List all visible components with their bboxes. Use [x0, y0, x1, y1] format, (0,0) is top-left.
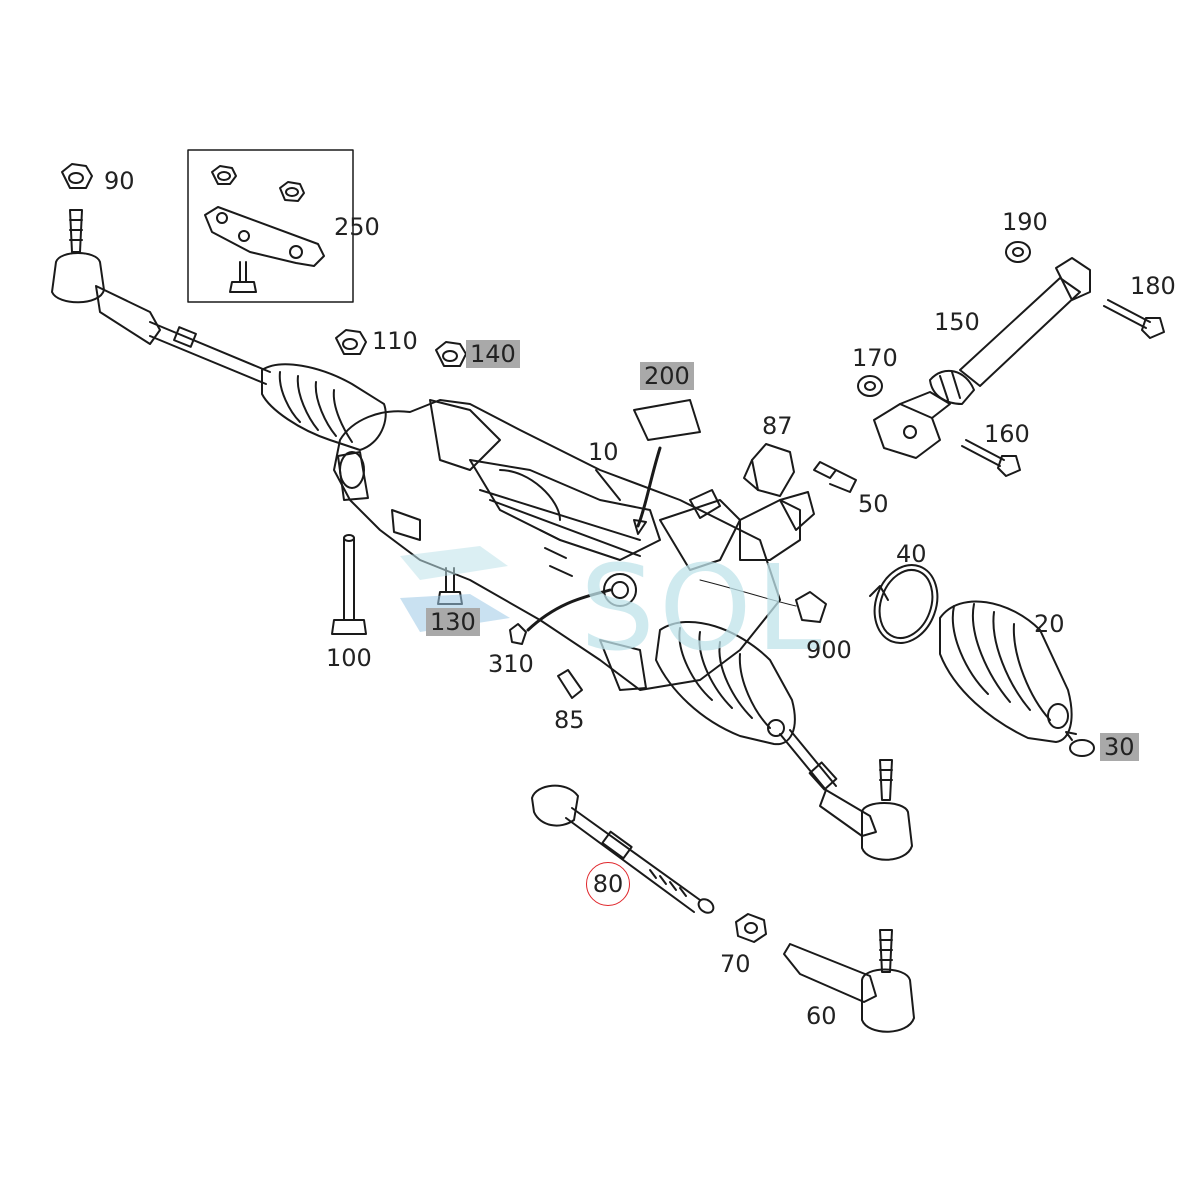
callout-310: 310 [488, 650, 534, 678]
part-170-washer [857, 375, 883, 397]
callout-160: 160 [984, 420, 1030, 448]
callout-85: 85 [554, 706, 585, 734]
part-87-cover [743, 443, 795, 497]
part-90-nut [61, 163, 93, 189]
right-tie-rod-on-rack [779, 729, 913, 861]
part-140-nut [435, 341, 467, 367]
bracket-nut-b [279, 181, 305, 202]
callout-87: 87 [762, 412, 793, 440]
part-110-nut [335, 329, 367, 355]
left-tie-rod-end [51, 209, 161, 345]
part-70-nut [735, 913, 767, 943]
bracket-plate [204, 206, 325, 267]
callout-190: 190 [1002, 208, 1048, 236]
callout-100: 100 [326, 644, 372, 672]
callout-110: 110 [372, 327, 418, 355]
callout-180: 180 [1130, 272, 1176, 300]
callout-90: 90 [104, 167, 135, 195]
callout-60: 60 [806, 1002, 837, 1030]
callout-140: 140 [466, 340, 520, 368]
callout-80-highlighted: 80 [586, 862, 630, 906]
part-190-washer [1005, 241, 1031, 263]
part-40-clamp [869, 564, 939, 644]
bracket-kit-inset [187, 149, 354, 303]
part-30-clamp [1065, 731, 1095, 757]
callout-150: 150 [934, 308, 980, 336]
part-80-inner-tie-rod [531, 784, 715, 914]
left-tie-rod-shaft [149, 321, 271, 385]
part-50-clip [813, 461, 857, 493]
bracket-nut-a [211, 165, 237, 185]
callout-20: 20 [1034, 610, 1065, 638]
part-150-intermediate-shaft [929, 257, 1091, 405]
callout-70: 70 [720, 950, 751, 978]
callout-900: 900 [806, 636, 852, 664]
watermark-text: SOL [580, 539, 826, 677]
left-bellows-boot [261, 363, 387, 451]
callout-200: 200 [640, 362, 694, 390]
callout-30: 30 [1100, 733, 1139, 761]
part-180-bolt [1103, 299, 1165, 339]
part-20-boot [939, 600, 1073, 743]
part-900-sensor [699, 579, 827, 623]
part-310-plug [509, 588, 612, 645]
callout-130: 130 [426, 608, 480, 636]
callout-170: 170 [852, 344, 898, 372]
main-rack-housing [333, 399, 815, 691]
bracket-bolt [229, 261, 257, 293]
callout-40: 40 [896, 540, 927, 568]
part-160-bolt [961, 439, 1021, 477]
part-60-tie-rod-end [783, 929, 915, 1033]
part-85-clip [557, 669, 583, 699]
part-10-leader [595, 469, 621, 501]
part-200-plate [633, 399, 701, 535]
callout-250: 250 [334, 213, 380, 241]
universal-joint [873, 391, 951, 459]
part-100-bolt [331, 534, 367, 635]
callout-10: 10 [588, 438, 619, 466]
callout-50: 50 [858, 490, 889, 518]
